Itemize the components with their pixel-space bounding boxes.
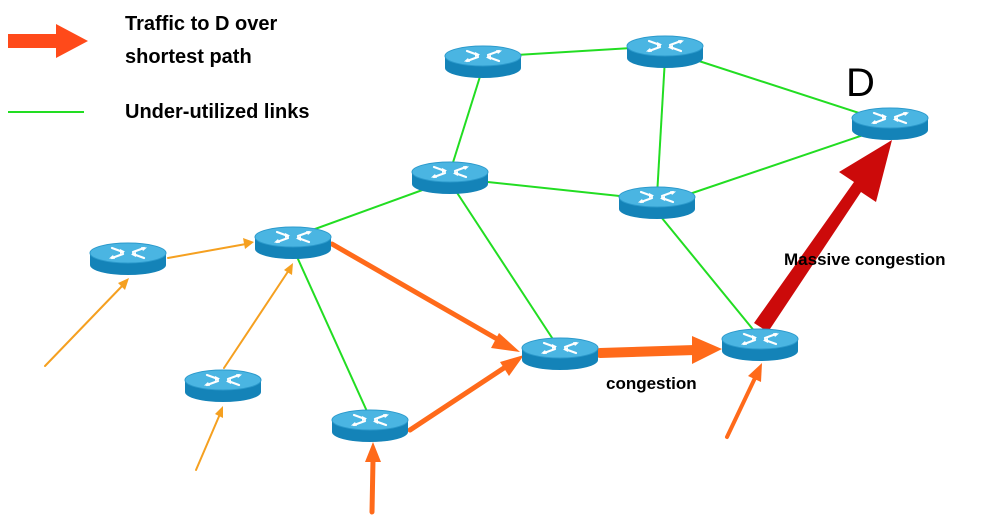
- traffic-arrow: [365, 442, 381, 515]
- legend-traffic-line2: shortest path: [125, 46, 252, 68]
- router-icon: [443, 44, 523, 80]
- legend-traffic-line1: Traffic to D over: [125, 13, 277, 35]
- traffic-arrow: [223, 263, 293, 369]
- link: [449, 66, 484, 173]
- router-icon: [520, 336, 600, 372]
- traffic-arrow: [195, 406, 223, 471]
- link: [656, 211, 761, 339]
- massive-congestion-arrow: [754, 140, 892, 332]
- router-icon: [330, 408, 410, 444]
- link: [656, 125, 891, 206]
- legend-traffic-arrow: [8, 24, 88, 58]
- traffic-arrow: [407, 355, 524, 433]
- traffic-arrow: [44, 278, 129, 367]
- link: [292, 247, 371, 419]
- congestion-label: congestion: [606, 374, 697, 393]
- link: [664, 49, 891, 124]
- router-icon: [253, 225, 333, 261]
- router-icon: [617, 185, 697, 221]
- traffic-arrow: [725, 363, 762, 439]
- legend-underutilized: Under-utilized links: [125, 101, 309, 123]
- link: [656, 57, 666, 197]
- router-icon: [850, 106, 930, 142]
- traffic-arrow: [595, 336, 722, 364]
- traffic-arrow: [167, 238, 254, 259]
- legend: Traffic to D over shortest path Under-ut…: [8, 13, 309, 123]
- destination-label: D: [846, 61, 875, 105]
- router-icon: [183, 368, 263, 404]
- router-icon: [88, 241, 168, 277]
- light-traffic: [44, 238, 293, 471]
- router-icon: [720, 327, 800, 363]
- massive-congestion-label: Massive congestion: [784, 250, 946, 269]
- shortest-path-traffic: [329, 241, 762, 515]
- traffic-arrow: [329, 241, 520, 352]
- routers: [88, 34, 930, 444]
- link: [449, 181, 561, 351]
- router-icon: [625, 34, 705, 70]
- router-icon: [410, 160, 490, 196]
